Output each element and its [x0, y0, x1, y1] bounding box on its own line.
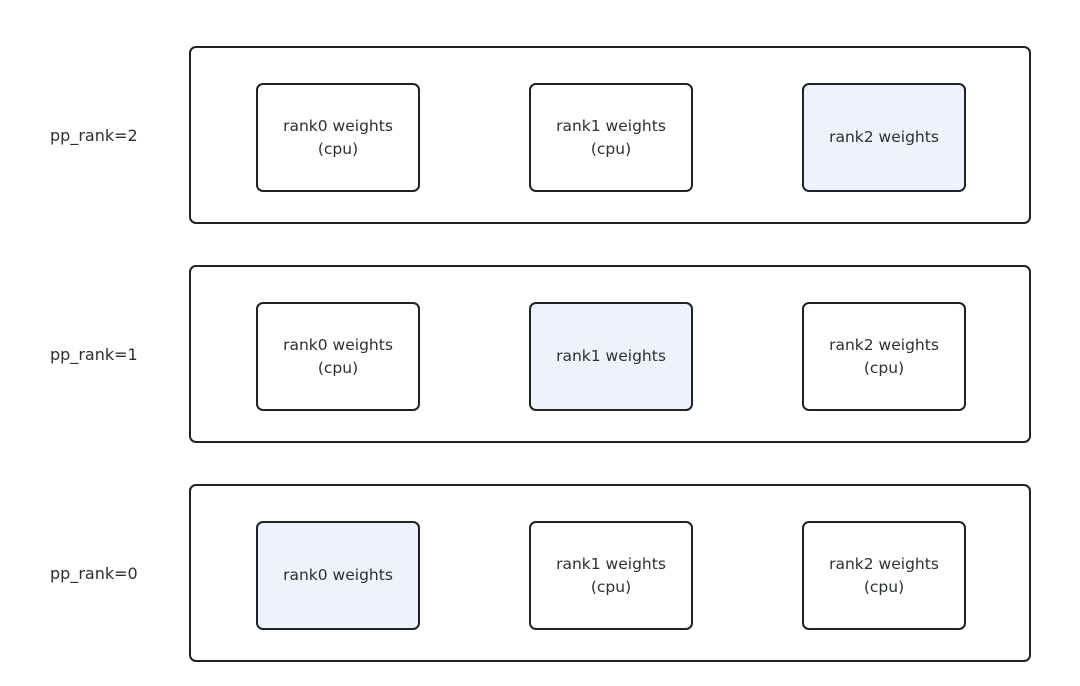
row-container: rank0 weights rank1 weights (cpu) rank2 … — [189, 484, 1031, 662]
pp-rank-row-0: pp_rank=0 rank0 weights rank1 weights (c… — [0, 484, 1080, 662]
weights-box-title: rank0 weights — [283, 566, 393, 584]
pp-rank-row-2: pp_rank=2 rank0 weights (cpu) rank1 weig… — [0, 46, 1080, 224]
weights-box-location: (cpu) — [590, 577, 632, 596]
weights-box-rank0: rank0 weights — [256, 521, 420, 630]
weights-box-rank1: rank1 weights (cpu) — [529, 521, 693, 630]
weights-box-rank2: rank2 weights — [802, 83, 966, 192]
weights-box-rank0: rank0 weights (cpu) — [256, 83, 420, 192]
weights-box-title: rank2 weights — [829, 335, 939, 354]
weights-box-title: rank1 weights — [556, 347, 666, 365]
weights-box-rank0: rank0 weights (cpu) — [256, 302, 420, 411]
row-container: rank0 weights (cpu) rank1 weights (cpu) … — [189, 46, 1031, 224]
weights-box-rank1: rank1 weights (cpu) — [529, 83, 693, 192]
weights-box-location: (cpu) — [317, 139, 359, 158]
weights-box-rank2: rank2 weights (cpu) — [802, 521, 966, 630]
weights-box-title: rank0 weights — [283, 116, 393, 135]
weights-box-location: (cpu) — [863, 358, 905, 377]
weights-box-title: rank0 weights — [283, 335, 393, 354]
weights-box-location: (cpu) — [590, 139, 632, 158]
row-label: pp_rank=0 — [50, 563, 138, 583]
row-container: rank0 weights (cpu) rank1 weights rank2 … — [189, 265, 1031, 443]
weights-box-location: (cpu) — [317, 358, 359, 377]
weights-box-rank1: rank1 weights — [529, 302, 693, 411]
row-label: pp_rank=1 — [50, 344, 138, 364]
pp-rank-row-1: pp_rank=1 rank0 weights (cpu) rank1 weig… — [0, 265, 1080, 443]
weights-box-title: rank2 weights — [829, 128, 939, 146]
weights-box-rank2: rank2 weights (cpu) — [802, 302, 966, 411]
weights-box-location: (cpu) — [863, 577, 905, 596]
weights-box-title: rank2 weights — [829, 554, 939, 573]
row-label: pp_rank=2 — [50, 125, 138, 145]
weights-box-title: rank1 weights — [556, 554, 666, 573]
weights-box-title: rank1 weights — [556, 116, 666, 135]
